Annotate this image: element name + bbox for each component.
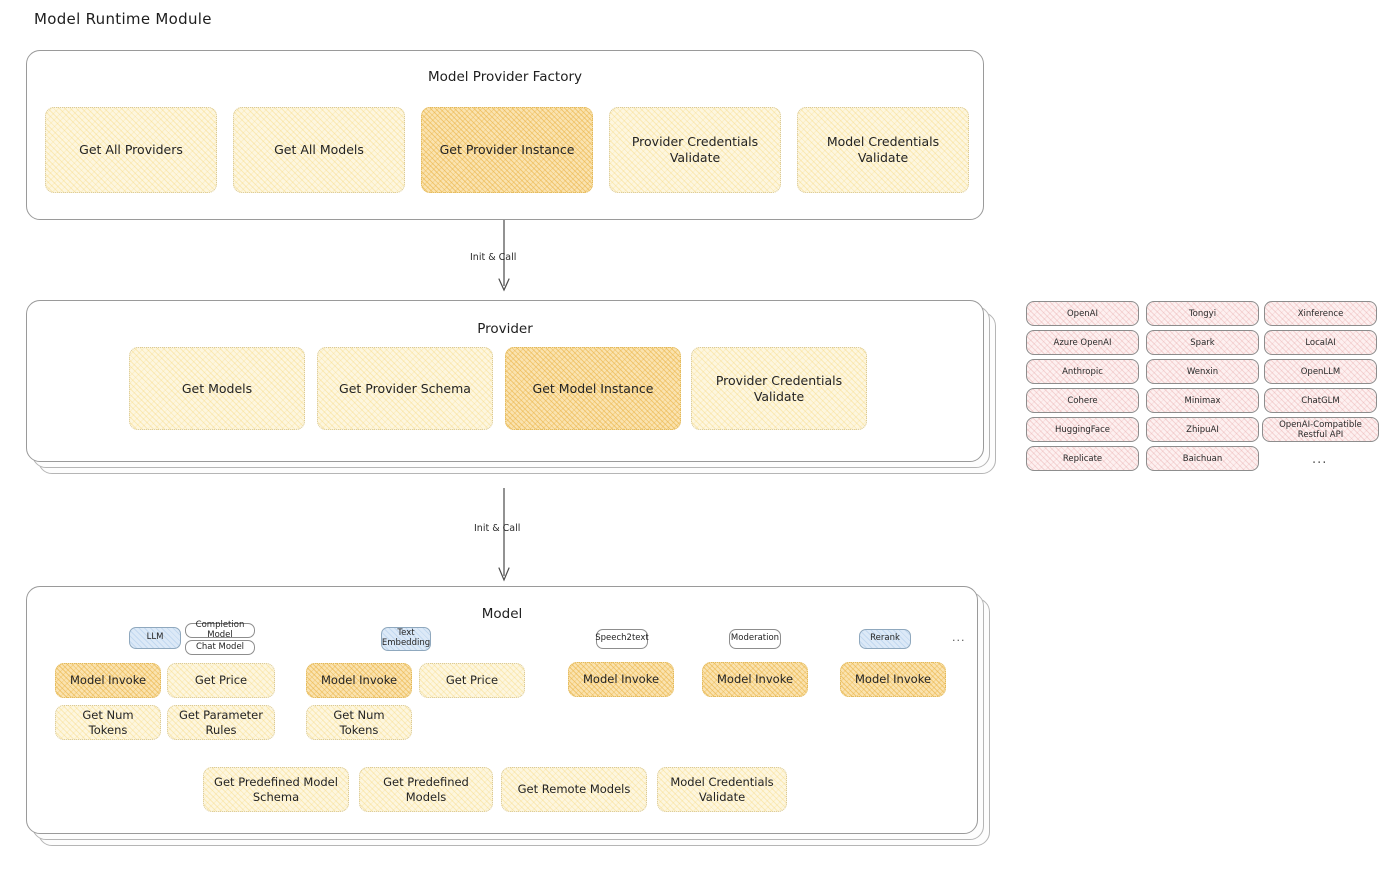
- model-badge-moderation[interactable]: Moderation: [729, 629, 781, 649]
- provider-chip-openllm[interactable]: OpenLLM: [1264, 359, 1377, 384]
- provider-list-more-ellipsis: ...: [1312, 452, 1328, 467]
- model-node-llm-get-parameter-rules[interactable]: Get Parameter Rules: [167, 705, 275, 740]
- factory-node-get-all-providers[interactable]: Get All Providers: [45, 107, 217, 193]
- arrow-label-init-and-call-2: Init & Call: [474, 523, 521, 534]
- model-node-get-predefined-models[interactable]: Get Predefined Models: [359, 767, 493, 812]
- arrow-factory-to-provider: [498, 220, 510, 292]
- provider-chip-openai-compatible-restful-api[interactable]: OpenAI-Compatible Restful API: [1262, 417, 1379, 442]
- provider-chip-replicate[interactable]: Replicate: [1026, 446, 1139, 471]
- provider-chip-minimax[interactable]: Minimax: [1146, 388, 1259, 413]
- provider-node-get-models[interactable]: Get Models: [129, 347, 305, 430]
- provider-chip-cohere[interactable]: Cohere: [1026, 388, 1139, 413]
- factory-node-get-provider-instance[interactable]: Get Provider Instance: [421, 107, 593, 193]
- provider-chip-openai[interactable]: OpenAI: [1026, 301, 1139, 326]
- arrow-provider-to-model: [498, 488, 510, 582]
- model-node-get-remote-models[interactable]: Get Remote Models: [501, 767, 647, 812]
- model-node-rerank-model-invoke[interactable]: Model Invoke: [840, 662, 946, 697]
- provider-chip-anthropic[interactable]: Anthropic: [1026, 359, 1139, 384]
- provider-chip-xinference[interactable]: Xinference: [1264, 301, 1377, 326]
- factory-node-provider-credentials-validate[interactable]: Provider Credentials Validate: [609, 107, 781, 193]
- arrow-label-init-and-call-1: Init & Call: [470, 252, 517, 263]
- model-node-llm-model-invoke[interactable]: Model Invoke: [55, 663, 161, 698]
- factory-node-model-credentials-validate[interactable]: Model Credentials Validate: [797, 107, 969, 193]
- model-badge-text-embedding[interactable]: Text Embedding: [381, 627, 431, 651]
- model-node-llm-get-price[interactable]: Get Price: [167, 663, 275, 698]
- model-node-moderation-model-invoke[interactable]: Model Invoke: [702, 662, 808, 697]
- provider-chip-chatglm[interactable]: ChatGLM: [1264, 388, 1377, 413]
- model-subbadge-completion-model[interactable]: Completion Model: [185, 620, 255, 639]
- provider-node-get-model-instance[interactable]: Get Model Instance: [505, 347, 681, 430]
- model-node-llm-get-num-tokens[interactable]: Get Num Tokens: [55, 705, 161, 740]
- provider-chip-huggingface[interactable]: HuggingFace: [1026, 417, 1139, 442]
- provider-title: Provider: [477, 321, 533, 337]
- provider-chip-baichuan[interactable]: Baichuan: [1146, 446, 1259, 471]
- model-badge-rerank[interactable]: Rerank: [859, 629, 911, 649]
- model-provider-factory-title: Model Provider Factory: [427, 69, 582, 85]
- model-badge-llm[interactable]: LLM: [129, 627, 181, 649]
- factory-node-get-all-models[interactable]: Get All Models: [233, 107, 405, 193]
- model-node-text-embedding-get-price[interactable]: Get Price: [419, 663, 525, 698]
- provider-chip-zhipuai[interactable]: ZhipuAI: [1146, 417, 1259, 442]
- model-node-text-embedding-get-num-tokens[interactable]: Get Num Tokens: [306, 705, 412, 740]
- page-title: Model Runtime Module: [34, 10, 212, 28]
- provider-chip-localai[interactable]: LocalAI: [1264, 330, 1377, 355]
- model-badge-speech2text[interactable]: Speech2text: [595, 629, 649, 649]
- model-node-text-embedding-model-invoke[interactable]: Model Invoke: [306, 663, 412, 698]
- model-node-speech2text-model-invoke[interactable]: Model Invoke: [568, 662, 674, 697]
- model-title: Model: [481, 606, 523, 622]
- provider-node-get-provider-schema[interactable]: Get Provider Schema: [317, 347, 493, 430]
- provider-chip-azure-openai[interactable]: Azure OpenAI: [1026, 330, 1139, 355]
- model-node-get-predefined-model-schema[interactable]: Get Predefined Model Schema: [203, 767, 349, 812]
- model-node-model-credentials-validate[interactable]: Model Credentials Validate: [657, 767, 787, 812]
- provider-node-provider-credentials-validate[interactable]: Provider Credentials Validate: [691, 347, 867, 430]
- provider-chip-tongyi[interactable]: Tongyi: [1146, 301, 1259, 326]
- model-subbadge-chat-model[interactable]: Chat Model: [185, 640, 255, 655]
- provider-chip-wenxin[interactable]: Wenxin: [1146, 359, 1259, 384]
- model-groups-more-ellipsis: ...: [952, 631, 966, 644]
- provider-chip-spark[interactable]: Spark: [1146, 330, 1259, 355]
